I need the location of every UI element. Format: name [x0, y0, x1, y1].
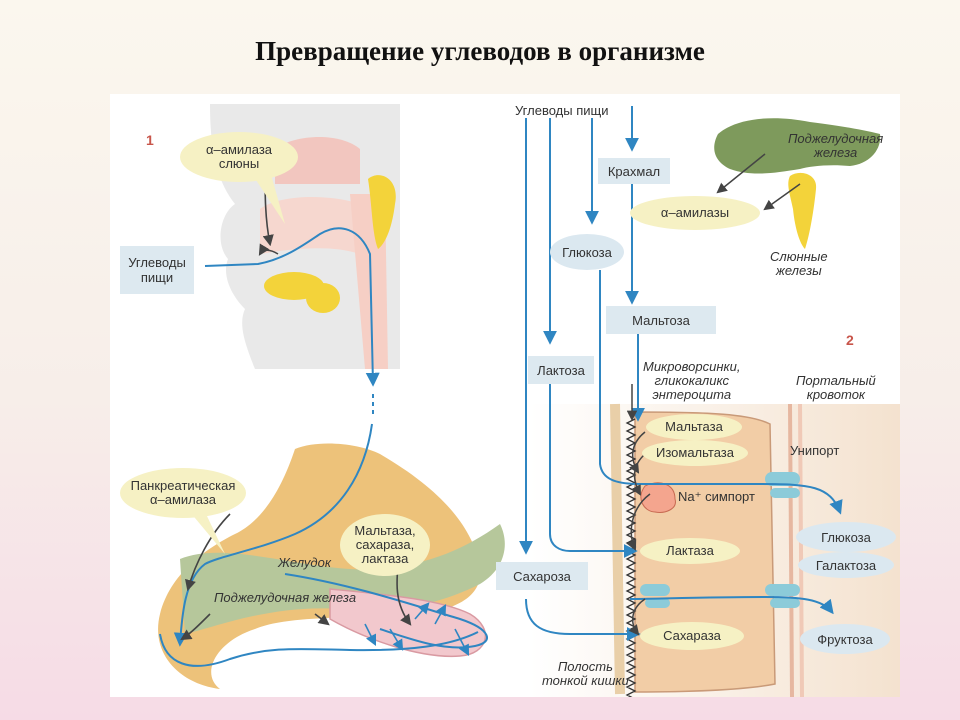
diagram-graphics	[158, 104, 900, 697]
microvilli	[625, 418, 637, 697]
glucose-out-ellipse: Глюкоза	[796, 522, 896, 552]
panel-number-2: 2	[846, 332, 854, 348]
food-carbs-label-right: Углеводы пищи	[512, 104, 612, 118]
transporters	[640, 472, 800, 608]
salivary-amylase-callout: α–амилаза слюны	[180, 132, 298, 182]
left-flow-arrows	[364, 602, 470, 656]
panel-number-1: 1	[146, 132, 154, 148]
right-gray-arrows	[626, 153, 801, 636]
intestinal-lumen-label: Полость тонкой кишки	[542, 659, 629, 688]
na-symport-label: Na⁺ симпорт	[678, 489, 755, 504]
stomach-label: Желудок	[278, 555, 331, 570]
galactose-out-ellipse: Галактоза	[798, 552, 894, 578]
uniport-label: Унипорт	[790, 443, 840, 458]
salivary-glands-illustration	[788, 172, 817, 249]
callout-tails	[190, 171, 285, 554]
starch-box: Крахмал	[598, 158, 670, 184]
alpha-amylases-ellipse: α–амилазы	[630, 196, 760, 230]
salivary-glands-label: Слюнные железы	[770, 249, 828, 278]
sucrase-ellipse: Сахараза	[640, 622, 744, 650]
portal-flow-label: Портальный кровоток	[796, 373, 876, 402]
right-flow-lines	[519, 106, 843, 641]
maltose-box: Мальтоза	[606, 306, 716, 334]
disaccharidases-callout: Мальтаза, сахараза, лактаза	[340, 514, 430, 576]
page-title: Превращение углеводов в организме	[255, 36, 705, 66]
left-flow-line	[159, 227, 488, 667]
glucose-top-ellipse: Глюкоза	[550, 234, 624, 270]
pancreatic-amylase-callout: Панкреатическая α–амилаза	[120, 468, 246, 518]
microvilli-label: Микроворсинки, гликокаликс энтероцита	[643, 359, 741, 402]
diagram-panel: 1 2 α–амилаза слюны Углеводы пищи Панкре…	[110, 94, 900, 697]
maltase-ellipse: Мальтаза	[646, 414, 742, 440]
sucrose-box: Сахароза	[496, 562, 588, 590]
fructose-out-ellipse: Фруктоза	[800, 624, 890, 654]
lactase-ellipse: Лактаза	[640, 538, 740, 564]
isomaltase-ellipse: Изомальтаза	[642, 440, 748, 466]
pancreas-label-right: Поджелудочная железа	[788, 131, 884, 160]
food-carbs-box-left: Углеводы пищи	[120, 246, 194, 294]
lactose-box: Лактоза	[528, 356, 594, 384]
pancreas-illustration	[714, 118, 881, 174]
pancreas-label-left: Поджелудочная железа	[214, 590, 357, 605]
